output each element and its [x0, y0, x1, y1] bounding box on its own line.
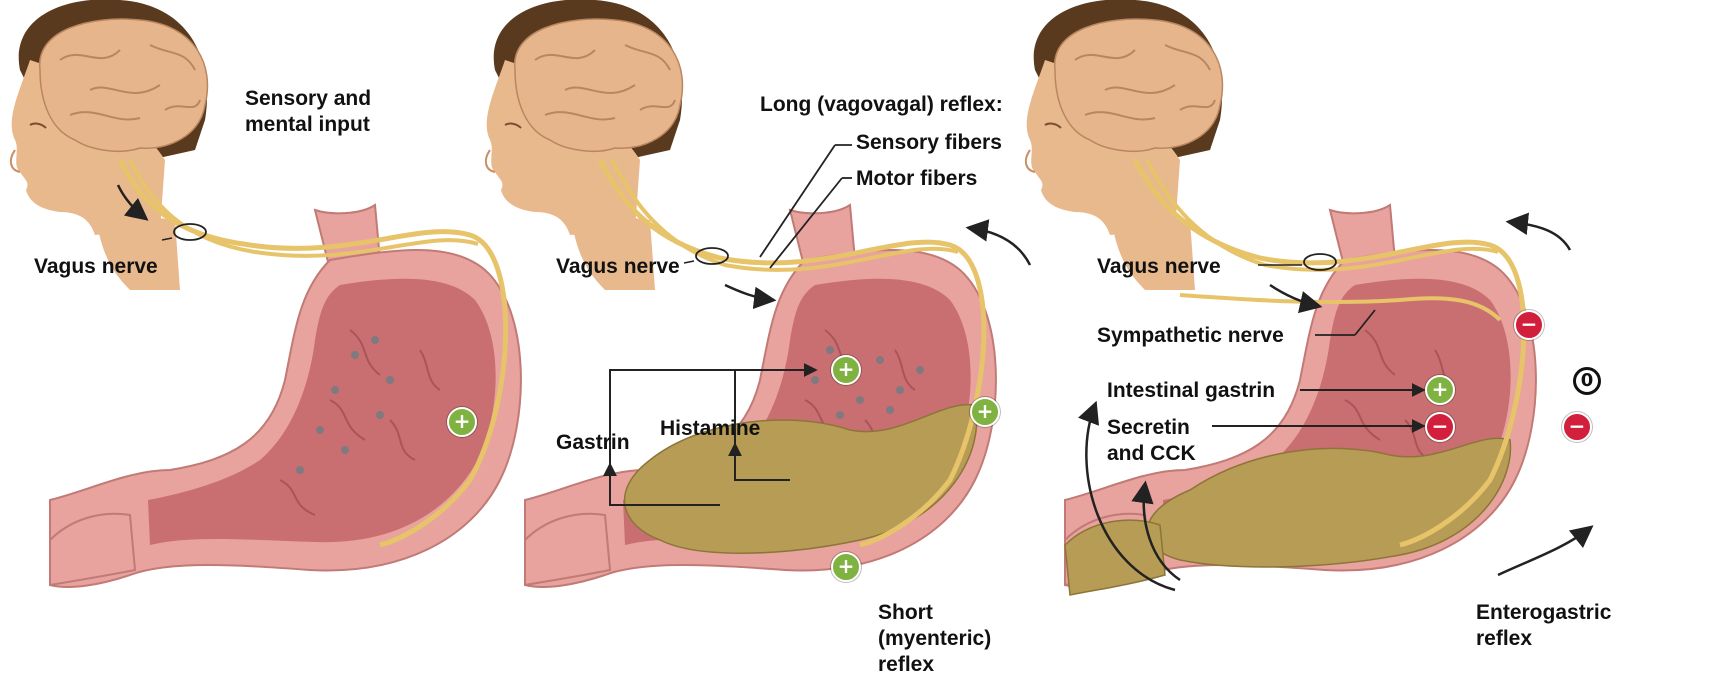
- histamine-label: Histamine: [660, 416, 760, 442]
- short-myenteric-reflex-label: Short (myenteric) reflex: [878, 600, 991, 678]
- gastrin-label: Gastrin: [556, 430, 630, 456]
- minus-badge-icon: −: [1425, 412, 1455, 442]
- plus-badge-icon: +: [970, 397, 1000, 427]
- plus-badge-icon: +: [831, 552, 861, 582]
- panel-3: [1026, 0, 1590, 595]
- head-icon: [486, 0, 683, 290]
- head-icon: [11, 0, 208, 290]
- sensory-fibers-label: Sensory fibers: [856, 130, 1002, 156]
- motor-fibers-label: Motor fibers: [856, 166, 977, 192]
- head-icon: [1026, 0, 1223, 290]
- plus-badge-icon: +: [1425, 375, 1455, 405]
- sympathetic-nerve-label: Sympathetic nerve: [1097, 323, 1284, 349]
- enterogastric-reflex-label: Enterogastric reflex: [1476, 600, 1611, 652]
- minus-badge-icon: −: [1514, 310, 1544, 340]
- arrow-icon: [1498, 528, 1590, 575]
- plus-badge-icon: +: [831, 355, 861, 385]
- arrow-icon: [725, 285, 772, 300]
- intestinal-gastrin-label: Intestinal gastrin: [1107, 378, 1275, 404]
- chyme-icon: [1148, 438, 1511, 567]
- vagus-nerve-label: Vagus nerve: [1097, 254, 1221, 280]
- secretin-cck-label: Secretin and CCK: [1107, 415, 1196, 467]
- plus-badge-icon: +: [447, 407, 477, 437]
- arrow-icon: [1510, 222, 1570, 250]
- zero-badge-icon: 0: [1573, 367, 1601, 395]
- sensory-mental-input-label: Sensory and mental input: [245, 86, 371, 138]
- arrow-icon: [970, 228, 1030, 265]
- vagus-nerve-label: Vagus nerve: [34, 254, 158, 280]
- vagus-nerve-label: Vagus nerve: [556, 254, 680, 280]
- panel-2: [486, 0, 1030, 587]
- long-reflex-title: Long (vagovagal) reflex:: [760, 92, 1003, 118]
- minus-badge-icon: −: [1562, 412, 1592, 442]
